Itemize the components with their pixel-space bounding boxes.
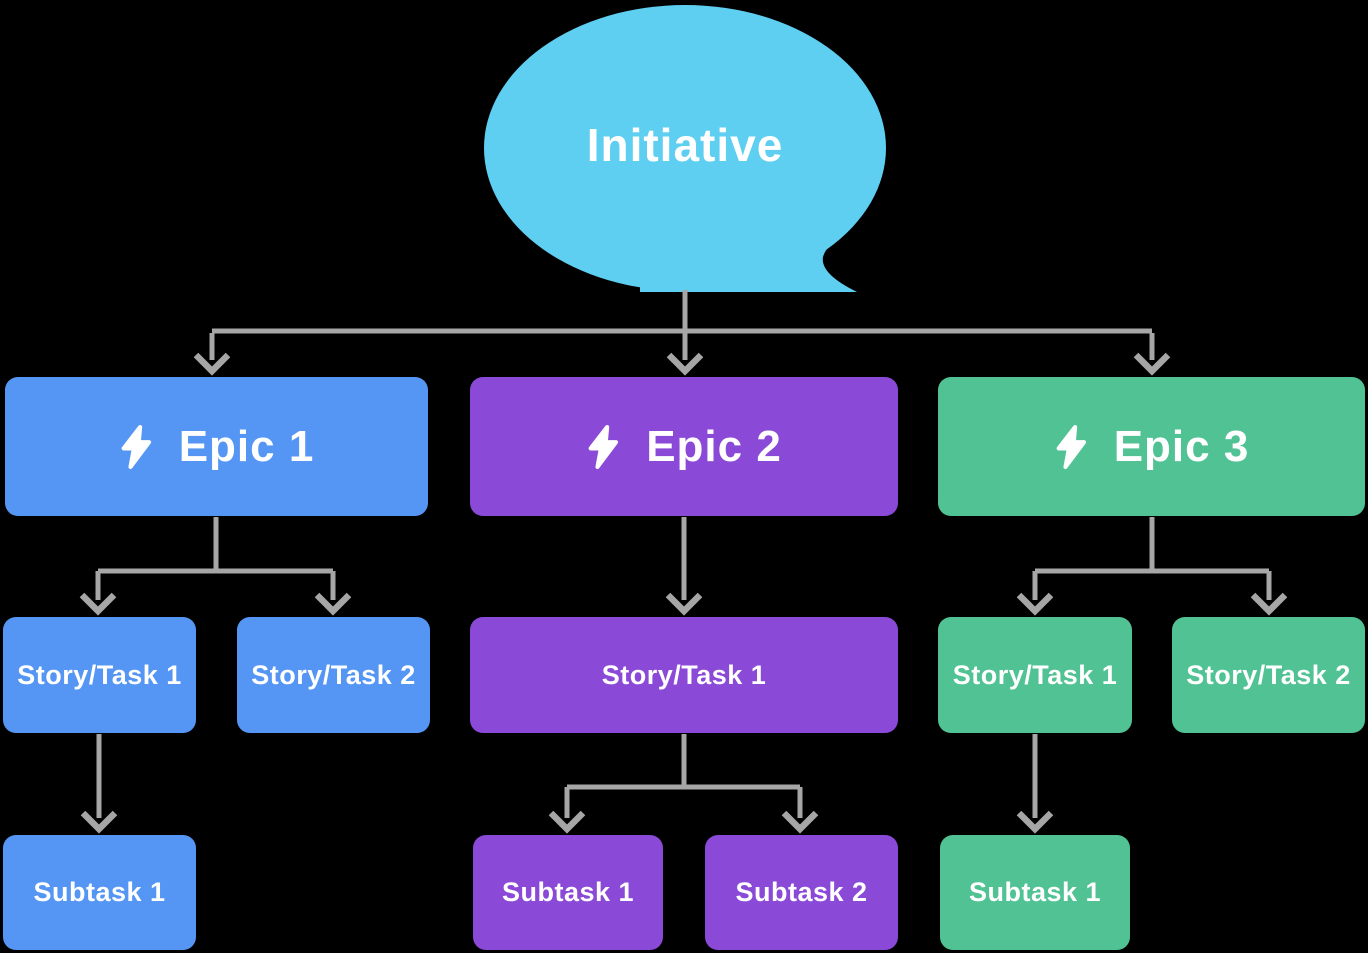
- lightning-bolt-icon: [588, 424, 619, 469]
- epic3-story-2-node: Story/Task 2: [1172, 617, 1365, 733]
- subtask-label: Subtask 1: [501, 877, 635, 907]
- subtask-label: Subtask 2: [735, 877, 868, 907]
- epic1-subtask-1-node: Subtask 1: [3, 835, 196, 950]
- epic-1-node: Epic 1: [5, 377, 428, 516]
- story-label: Story/Task 1: [952, 659, 1118, 690]
- connector-story1-to-subtask-blue: [80, 734, 118, 834]
- initiative-bubble: [484, 5, 886, 292]
- epic-1-label: Epic 1: [178, 421, 315, 471]
- arrowhead-icon: [1016, 592, 1054, 616]
- arrowhead-icon: [1133, 352, 1171, 376]
- subtask-label: Subtask 1: [968, 877, 1102, 907]
- story-label: Story/Task 1: [17, 659, 182, 690]
- arrowhead-icon: [79, 592, 117, 616]
- arrowhead-icon: [665, 592, 703, 616]
- connector-epic3-to-stories: [1016, 517, 1288, 616]
- epic3-story-1-node: Story/Task 1: [938, 617, 1132, 733]
- connector-epic2-to-story: [665, 517, 703, 616]
- connector-epic1-to-stories: [79, 517, 352, 616]
- connector-initiative-to-epics: [193, 290, 1171, 376]
- epic-3-node: Epic 3: [938, 377, 1365, 516]
- initiative-label: Initiative: [586, 119, 784, 171]
- epic-3-label: Epic 3: [1113, 421, 1250, 471]
- epic3-subtask-1-node: Subtask 1: [940, 835, 1130, 950]
- lightning-bolt-icon: [1056, 424, 1086, 469]
- initiative-bubble-body: [484, 5, 886, 291]
- arrowhead-icon: [781, 810, 819, 834]
- story-label: Story/Task 2: [1186, 659, 1351, 690]
- initiative-bubble-tail: [640, 236, 857, 292]
- arrowhead-icon: [548, 810, 586, 834]
- epic-2-node: Epic 2: [470, 377, 898, 516]
- arrowhead-icon: [314, 592, 352, 616]
- epic1-story-1-node: Story/Task 1: [3, 617, 196, 733]
- subtask-label: Subtask 1: [33, 877, 166, 907]
- arrowhead-icon: [1250, 592, 1288, 616]
- epic2-subtask-2-node: Subtask 2: [705, 835, 898, 950]
- epic2-subtask-1-node: Subtask 1: [473, 835, 663, 950]
- arrowhead-icon: [666, 352, 704, 376]
- arrowhead-icon: [193, 352, 231, 376]
- lightning-bolt-icon: [121, 424, 151, 469]
- story-label: Story/Task 1: [601, 659, 767, 690]
- epic1-story-2-node: Story/Task 2: [237, 617, 430, 733]
- epic2-story-1-node: Story/Task 1: [470, 617, 898, 733]
- connector-story1-to-subtask-green: [1016, 734, 1054, 834]
- arrowhead-icon: [80, 810, 118, 834]
- connector-story-to-subtasks-purple: [548, 734, 819, 834]
- arrowhead-icon: [1016, 810, 1054, 834]
- story-label: Story/Task 2: [251, 659, 416, 690]
- epic-2-label: Epic 2: [646, 421, 782, 471]
